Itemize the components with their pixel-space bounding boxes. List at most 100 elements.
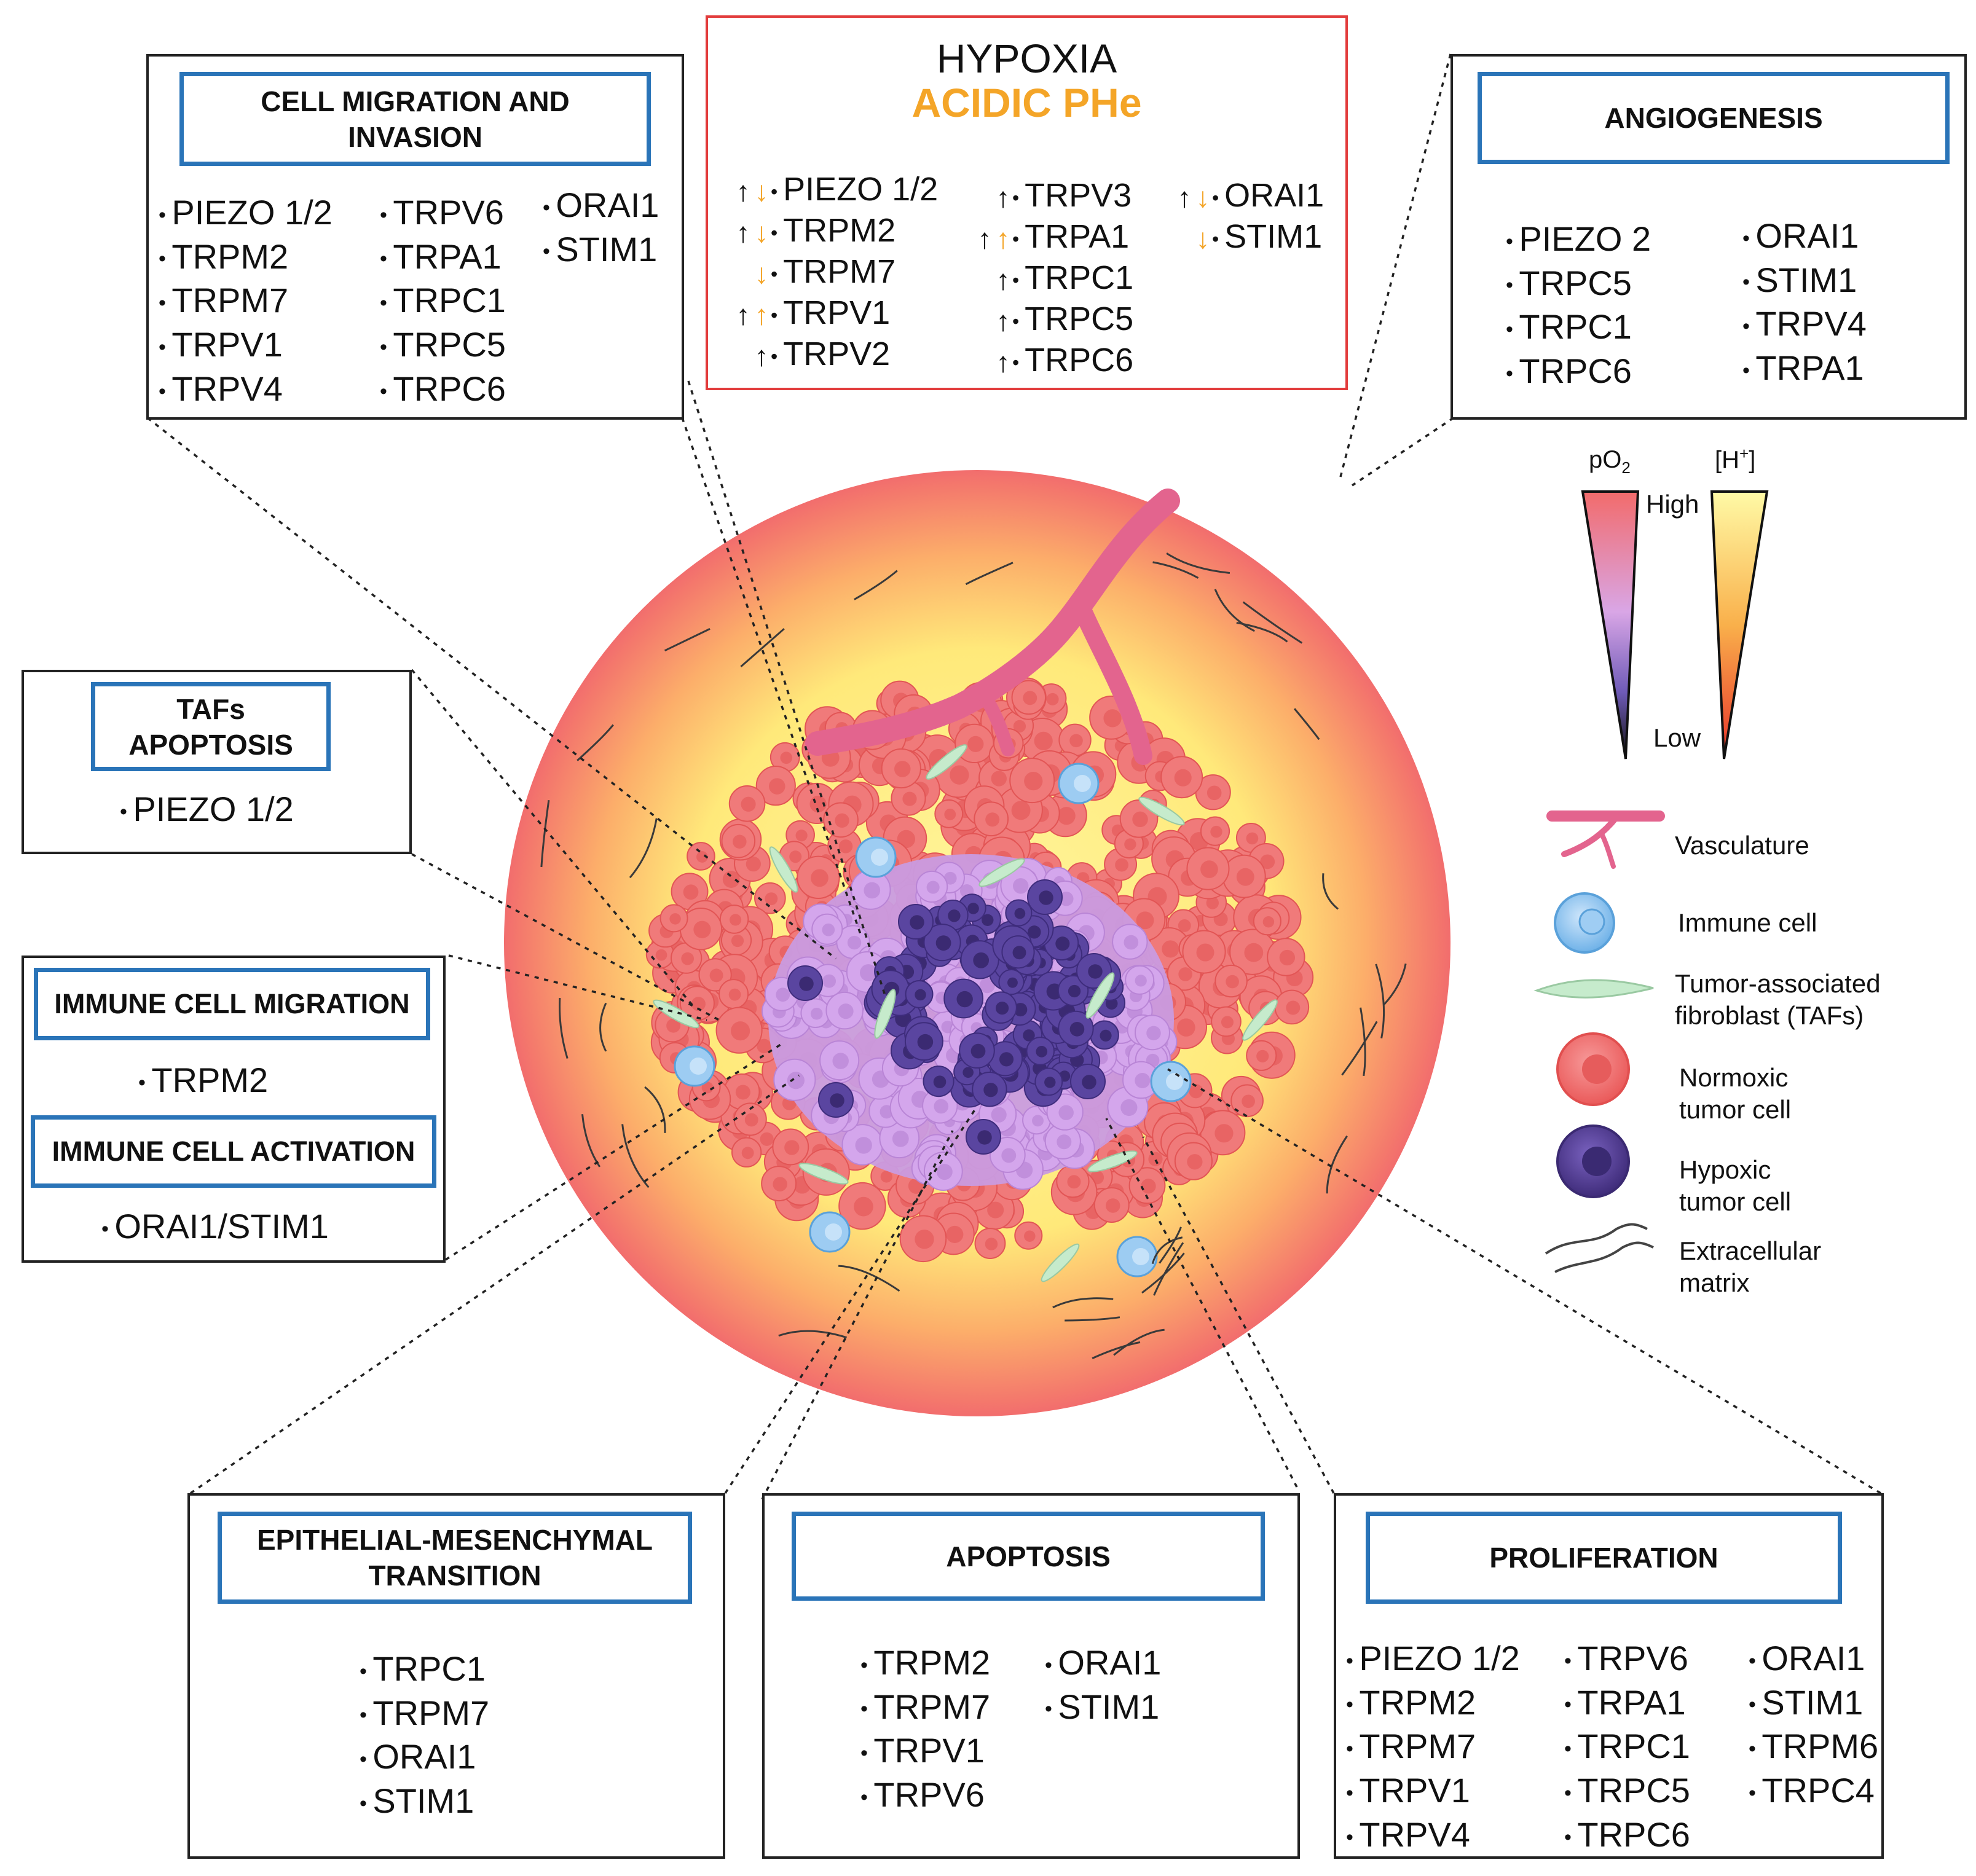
spacer-icon: ↑ [734,259,752,288]
migration-col-3: ORAI1STIM1 [543,184,659,272]
normoxic-cell-nucleus [1177,1018,1195,1037]
hypoxic-light-cell-nucleus [943,871,957,885]
ecm-fiber [1151,1236,1183,1265]
ecm-fiber [1383,964,1407,1006]
immune-cell-nucleus [825,1223,842,1241]
normoxic-cell-nucleus [967,736,984,752]
list-item: STIM1 [1742,259,1867,304]
hypoxic-light-cell-nucleus [934,1099,949,1114]
ecm-fiber [559,997,569,1059]
hypoxic-cell-nucleus [1068,984,1081,998]
normoxic-cell-nucleus [915,1230,934,1249]
ecm-fiber [854,570,898,600]
normoxic-cell-nucleus [897,830,916,849]
hypoxic-light-cell-nucleus [1124,935,1139,950]
emt-items: TRPC1TRPM7ORAI1STIM1 [360,1648,489,1824]
normoxic-cell-nucleus [731,1021,750,1041]
hypoxic-light-cell-nucleus [859,964,877,981]
up-arrow-icon: ↑ [996,181,1010,213]
fibroblast [874,989,896,1039]
hypoxic-legend-icon [1556,1124,1630,1198]
down-arrow-icon: ↓ [1195,222,1210,254]
normoxic-cell-nucleus [1067,1175,1081,1189]
hypoxic-cell-nucleus [1014,1003,1028,1017]
list-item: TRPM7 [1346,1725,1520,1770]
normoxic-cell-nucleus [731,934,744,948]
hypoxic-cell-nucleus [973,952,990,968]
list-item: TRPC5 [1506,262,1651,307]
up-arrow-icon: ↑ [977,222,992,254]
hypoxic-light-cell-nucleus [787,1072,805,1089]
ecm-legend-icon [1545,1223,1654,1273]
normoxic-cell-nucleus [1279,949,1296,966]
ecm-fiber [599,1002,607,1052]
normoxic-cell-nucleus [1046,693,1059,705]
apoptosis-col-2: ORAI1STIM1 [1045,1642,1161,1730]
hypoxic-light-cell-nucleus [979,978,995,994]
normoxic-cell-nucleus [1242,1094,1255,1109]
normoxic-cell-nucleus [1262,916,1275,928]
proliferation-title: PROLIFERATION [1366,1512,1842,1604]
angiogenesis-title: ANGIOGENESIS [1478,72,1950,164]
tafs-apoptosis-items: PIEZO 1/2 [120,788,293,833]
list-item: TRPC1 [1564,1725,1690,1770]
hypoxic-cell-nucleus [970,1043,986,1059]
normoxic-cell-nucleus [1260,854,1275,869]
list-item: TRPV4 [159,368,333,412]
normoxic-cell-nucleus [1069,734,1083,748]
hypoxia-title: HYPOXIA [936,36,1117,81]
list-item: TRPV6 [380,192,506,236]
hypoxia-channel-label: TRPV2 [771,334,890,377]
normoxic-cell-nucleus [880,1171,892,1183]
spacer-icon: ↑ [975,348,994,376]
hypoxic-light-cell-nucleus [832,1053,849,1069]
immune-cell-nucleus [1132,1248,1149,1265]
hypoxic-cell-nucleus [995,1002,1009,1015]
hypoxic-cell-nucleus [1082,1075,1096,1089]
list-item: TRPA1 [1564,1682,1690,1726]
normoxic-cell-nucleus [741,796,756,812]
ecm-fiber [664,627,710,652]
normoxic-cell-nucleus [1024,1230,1036,1242]
normoxic-cell-nucleus [1013,720,1026,733]
normoxic-cell-nucleus [669,913,681,925]
hypoxic-light-cell-nucleus [838,1003,854,1019]
normoxic-cell-nucleus [741,1147,754,1160]
list-item: TRPV1 [1346,1770,1520,1814]
gradient-high-label: High [1646,490,1699,519]
list-item: TRPA1 [380,236,506,280]
immune-cell-nucleus [1074,775,1091,792]
normoxic-cell-nucleus [1141,1179,1156,1194]
down-arrow-icon: ↓ [754,257,769,289]
po2-gradient-triangle [1581,490,1640,759]
hypoxia-channel-label: TRPC5 [1012,299,1133,342]
normoxic-cell-nucleus [769,778,785,795]
fibroblast [1242,999,1278,1041]
list-item: TRPV4 [1742,303,1867,347]
list-item: TRPC6 [1564,1814,1690,1858]
hypoxia-channel-row: ↑↓ORAI1 [1175,176,1325,218]
up-arrow-icon: ↑ [736,298,750,331]
normoxic-cell-nucleus [1024,772,1043,791]
list-item: TRPA1 [1742,347,1867,391]
hypoxia-channel-row: ↑↓PIEZO 1/2 [734,170,939,211]
hypoxic-cell-nucleus [910,915,924,930]
normoxic-cell-nucleus [1162,940,1179,958]
hypoxic-cell-nucleus [935,935,951,951]
hypoxia-channel-row: ↑↓TRPM7 [734,253,938,294]
hypoxia-channel-row: ↑↑TRPV3 [975,176,1133,218]
hypoxic-cell-nucleus [948,909,961,922]
hypoxic-cell-nucleus [1023,1029,1035,1042]
cell-migration-title: CELL MIGRATION AND INVASION [179,72,651,166]
list-item: PIEZO 1/2 [159,192,332,236]
hypoxic-cell-nucleus [956,991,973,1008]
down-arrow-icon: ↓ [754,216,769,248]
normoxic-cell-nucleus [1206,785,1222,801]
normoxic-cell-nucleus [1106,1198,1120,1213]
normoxic-cell-nucleus [987,1201,1004,1219]
list-item: TRPC1 [1506,306,1651,350]
ecm-fiber [621,1124,650,1188]
